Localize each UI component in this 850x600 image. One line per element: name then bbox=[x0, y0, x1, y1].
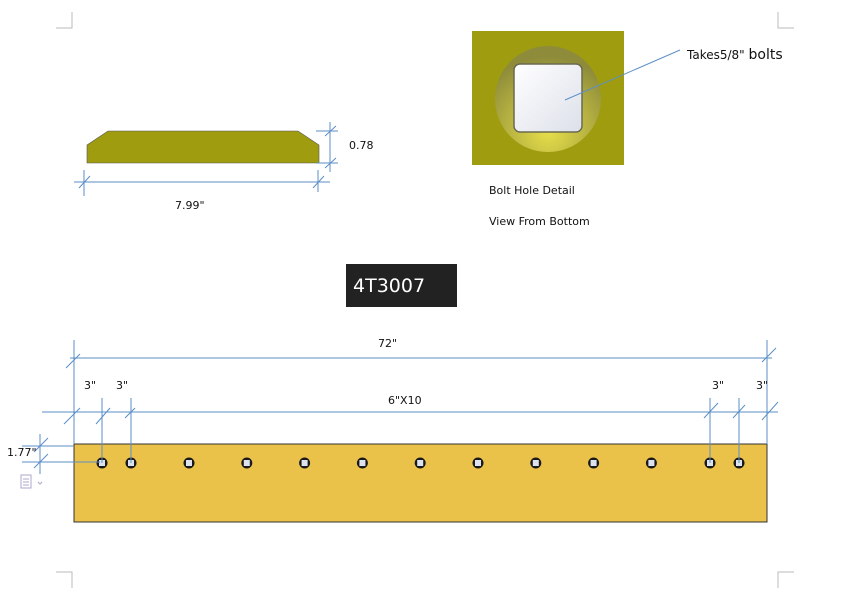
bolt-hole-square bbox=[590, 460, 597, 466]
edge-offset-label: 1.77" bbox=[7, 446, 37, 459]
spacing-right-1: 3" bbox=[712, 379, 724, 392]
bolt-callout-unit: bolts bbox=[749, 47, 783, 63]
bolt-hole-square bbox=[186, 460, 192, 466]
bolt-hole-detail: Takes5/8" bolts Bolt Hole Detail View Fr… bbox=[472, 31, 783, 228]
length-label: 72" bbox=[378, 337, 397, 350]
blade-view: 72" 3" 3" 6"X10 3" 3" 1.77" bbox=[7, 337, 779, 523]
page-crop-marks bbox=[56, 12, 794, 588]
thickness-label: 0.78 bbox=[349, 139, 374, 152]
bolt-hole-square bbox=[532, 460, 539, 466]
profile-shape bbox=[86, 130, 320, 164]
bolt-hole-square bbox=[243, 460, 250, 466]
spacing-left-1: 3" bbox=[84, 379, 96, 392]
bolt-hole-square bbox=[359, 460, 366, 466]
svg-text:Takes5/8" bolts: Takes5/8" bolts bbox=[686, 47, 783, 63]
profile-view: 0.78 7.99" bbox=[74, 122, 374, 212]
square-bolt-hole bbox=[513, 63, 583, 133]
bolt-hole-square bbox=[301, 460, 308, 466]
blade-body bbox=[73, 443, 768, 523]
bolt-callout: Takes5/8" bbox=[686, 48, 745, 62]
bolt-hole-square bbox=[475, 460, 481, 466]
spacing-left-2: 3" bbox=[116, 379, 128, 392]
view-caption: View From Bottom bbox=[489, 215, 590, 228]
part-number: 4T3007 bbox=[353, 275, 425, 297]
bolt-hole-square bbox=[648, 460, 655, 466]
part-number-box: 4T3007 bbox=[346, 264, 457, 307]
width-label: 7.99" bbox=[175, 199, 205, 212]
bolt-detail-caption: Bolt Hole Detail bbox=[489, 184, 575, 197]
bolt-hole-square bbox=[417, 460, 424, 466]
hole-pattern-label: 6"X10 bbox=[388, 394, 422, 407]
spacing-right-2: 3" bbox=[756, 379, 768, 392]
paste-options-icon[interactable] bbox=[20, 474, 43, 489]
